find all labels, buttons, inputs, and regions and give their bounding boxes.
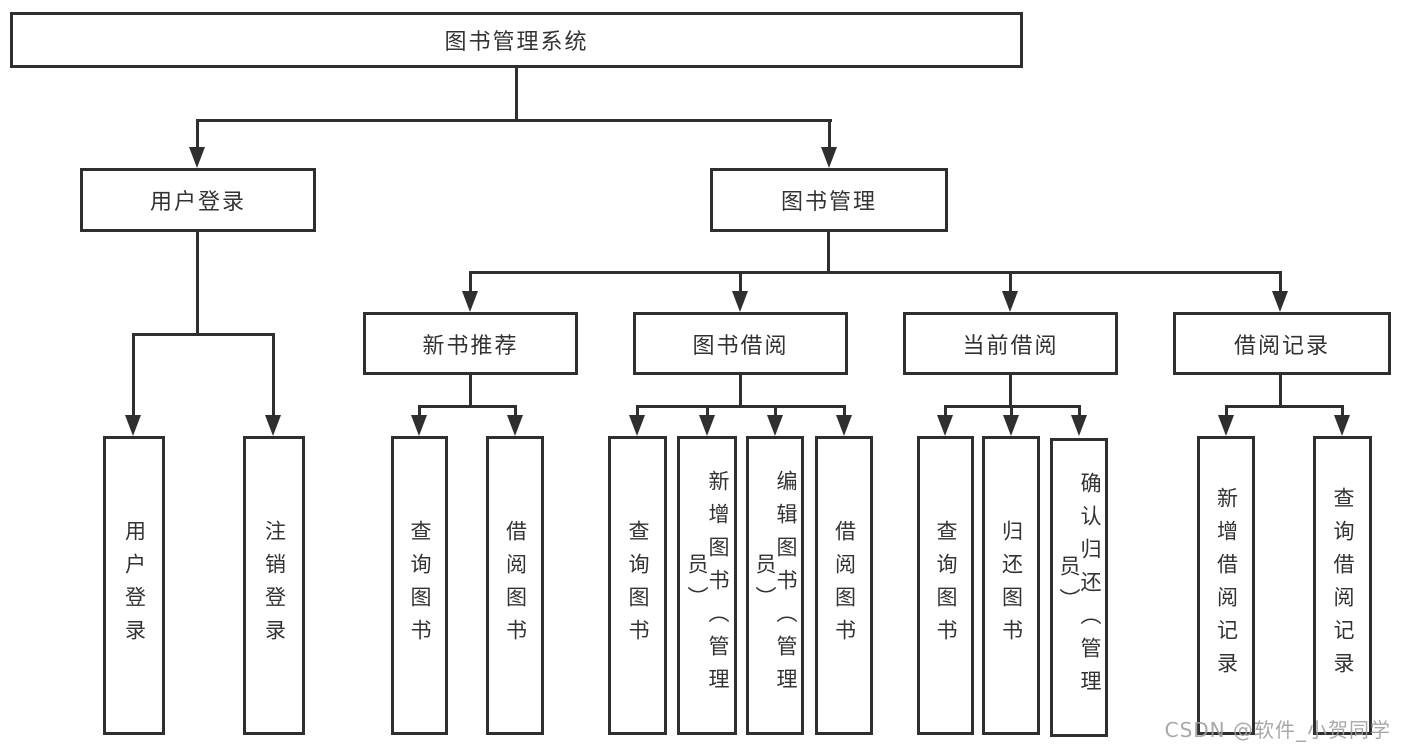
node-root: 图书管理系统 <box>10 12 1023 68</box>
connector-drop-cb-return <box>1010 406 1013 416</box>
node-book-mgmt: 图书管理 <box>710 168 948 232</box>
arrow-into-br-add <box>1218 415 1234 436</box>
connector-drop-nb-borrow <box>514 406 517 416</box>
csdn-watermark: CSDN @软件_小贺同学 <box>1164 718 1391 742</box>
connector-drop-book-borrow <box>739 272 742 292</box>
arrow-into-bb-add <box>699 415 715 436</box>
connector-drop-cb-confirm <box>1078 406 1081 416</box>
connector-current-borrow-stem <box>1009 375 1012 407</box>
leaf-nb-borrow-books: 借阅图书 <box>486 436 544 735</box>
node-user-login: 用户登录 <box>80 168 316 232</box>
connector-new-books-bar <box>418 405 517 408</box>
connector-book-borrow-bar <box>636 405 846 408</box>
connector-user-login-bar <box>132 333 275 336</box>
arrow-into-nb-borrow <box>507 415 523 436</box>
connector-drop-bb-borrow <box>843 406 846 416</box>
arrow-into-bb-edit <box>767 415 783 436</box>
leaf-bb-edit-books-admin: 编辑图书（管理员） <box>746 436 804 735</box>
node-new-books: 新书推荐 <box>363 312 578 375</box>
leaf-br-query-record: 查询借阅记录 <box>1313 436 1372 735</box>
arrow-into-current-borrow <box>1002 291 1018 312</box>
connector-drop-leaf-login <box>132 334 135 416</box>
connector-drop-new-books <box>469 272 472 292</box>
connector-drop-borrow-records <box>1279 272 1282 292</box>
connector-level2-drop-right <box>828 120 831 150</box>
leaf-bb-add-books-admin: 新增图书（管理员） <box>677 436 737 735</box>
node-borrow-records: 借阅记录 <box>1173 312 1391 375</box>
connector-drop-br-query <box>1341 406 1344 416</box>
leaf-bb-borrow-books: 借阅图书 <box>815 436 873 735</box>
arrow-into-cb-confirm <box>1071 415 1087 436</box>
arrow-into-cb-return <box>1003 415 1019 436</box>
arrow-into-br-query <box>1334 415 1350 436</box>
arrow-into-nb-query <box>411 415 427 436</box>
connector-level2-bar <box>196 119 832 122</box>
connector-drop-bb-query <box>636 406 639 416</box>
leaf-logout: 注销登录 <box>243 436 305 735</box>
connector-new-books-stem <box>469 375 472 407</box>
leaf-cb-query-books: 查询图书 <box>917 436 974 735</box>
leaf-bb-query-books: 查询图书 <box>608 436 667 735</box>
arrow-into-user-login <box>189 147 205 168</box>
leaf-cb-return-books: 归还图书 <box>982 436 1040 735</box>
connector-drop-br-add <box>1225 406 1228 416</box>
connector-level3-bar <box>469 271 1282 274</box>
connector-book-mgmt-stem <box>827 232 830 273</box>
arrow-into-borrow-records <box>1272 291 1288 312</box>
arrow-into-bb-borrow <box>836 415 852 436</box>
arrow-into-book-borrow <box>732 291 748 312</box>
node-current-borrow: 当前借阅 <box>903 312 1118 375</box>
connector-borrow-records-stem <box>1279 375 1282 407</box>
connector-drop-current-borrow <box>1009 272 1012 292</box>
connector-root-stem <box>515 68 518 121</box>
connector-book-borrow-stem <box>739 375 742 407</box>
leaf-cb-confirm-return-admin: 确认归还（管理员） <box>1050 438 1108 737</box>
connector-drop-bb-add <box>706 406 709 416</box>
connector-borrow-records-bar <box>1225 405 1344 408</box>
node-book-borrow: 图书借阅 <box>633 312 848 375</box>
arrow-into-cb-query <box>937 415 953 436</box>
arrow-into-bb-query <box>629 415 645 436</box>
leaf-nb-query-books: 查询图书 <box>391 436 448 735</box>
connector-drop-cb-query <box>944 406 947 416</box>
arrow-into-book-mgmt <box>821 147 837 168</box>
connector-user-login-stem <box>196 232 199 335</box>
leaf-user-login: 用户登录 <box>103 436 165 735</box>
leaf-br-add-record: 新增借阅记录 <box>1197 436 1255 735</box>
connector-level2-drop-left <box>196 120 199 150</box>
arrow-into-new-books <box>462 291 478 312</box>
connector-drop-leaf-logout <box>272 334 275 416</box>
arrow-into-leaf-logout <box>265 415 281 436</box>
arrow-into-leaf-login <box>125 415 141 436</box>
connector-drop-bb-edit <box>774 406 777 416</box>
connector-drop-nb-query <box>418 406 421 416</box>
